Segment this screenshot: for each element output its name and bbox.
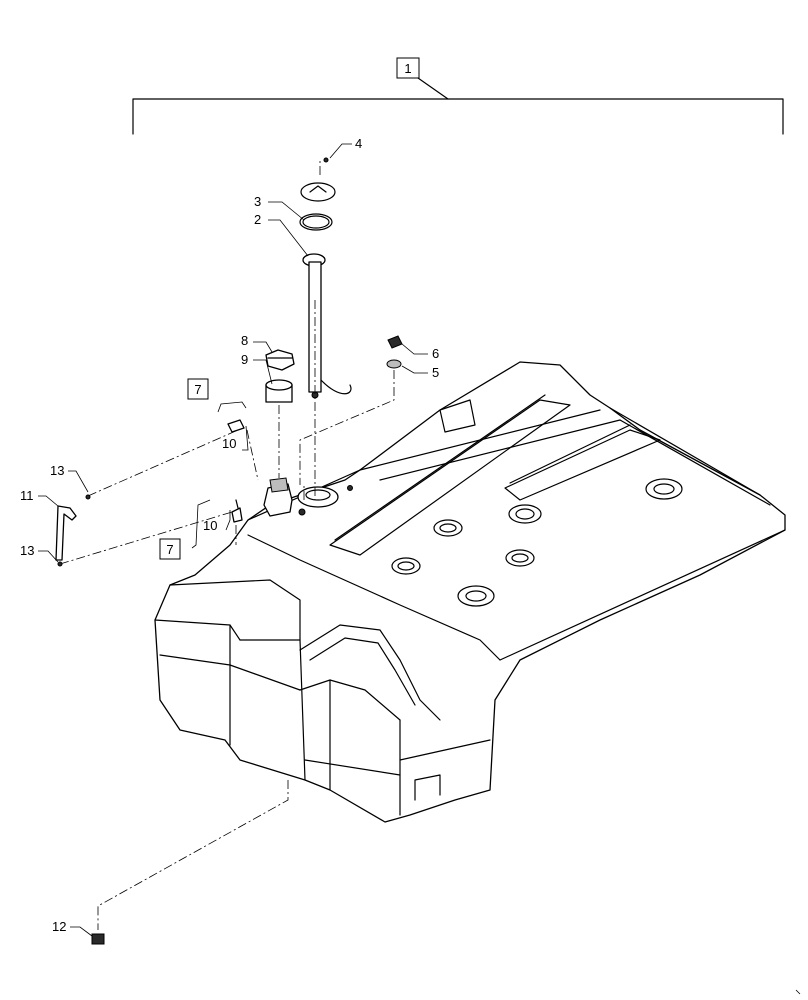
callout-7a: 7 (194, 382, 201, 397)
callout-9: 9 (241, 352, 248, 367)
elbow-fitting (55, 505, 77, 561)
fitting-lower (231, 507, 243, 523)
callout-2: 2 (254, 212, 261, 227)
callout-11: 11 (20, 488, 34, 503)
fuel-tank (154, 361, 786, 823)
o-ring (299, 213, 333, 231)
callout-10b: 10 (203, 518, 217, 533)
vent-valve-assembly (299, 335, 403, 485)
hose-fittings (55, 419, 259, 567)
fitting-upper (227, 419, 245, 433)
callout-8: 8 (241, 333, 248, 348)
callout-box-1 (396, 57, 420, 79)
callouts: 4 3 2 8 9 6 5 7 10 13 11 13 10 7 12 (20, 136, 439, 937)
callout-7b: 7 (166, 542, 173, 557)
sender-tube (308, 261, 322, 393)
callout-4: 4 (355, 136, 362, 151)
callout-box-7b (159, 538, 181, 560)
corner-mark (795, 989, 801, 995)
grommet (386, 359, 402, 369)
drain-plug-assembly (91, 780, 289, 945)
callout-1: 1 (404, 61, 411, 76)
lock-ring (300, 182, 336, 202)
callout-13b: 13 (20, 543, 34, 558)
callout-6: 6 (432, 346, 439, 361)
assembly-bracket: 1 (132, 57, 784, 135)
vent-valve (387, 335, 403, 349)
callout-10a: 10 (222, 436, 236, 451)
callout-3: 3 (254, 194, 261, 209)
filler-cap (265, 349, 295, 371)
callout-13a: 13 (50, 463, 64, 478)
filler-cap-assembly (265, 349, 295, 478)
callout-12: 12 (52, 919, 66, 934)
callout-5: 5 (432, 365, 439, 380)
drain-plug (91, 933, 105, 945)
callout-box-7a (187, 378, 209, 400)
fuel-sender-assembly (299, 157, 352, 500)
